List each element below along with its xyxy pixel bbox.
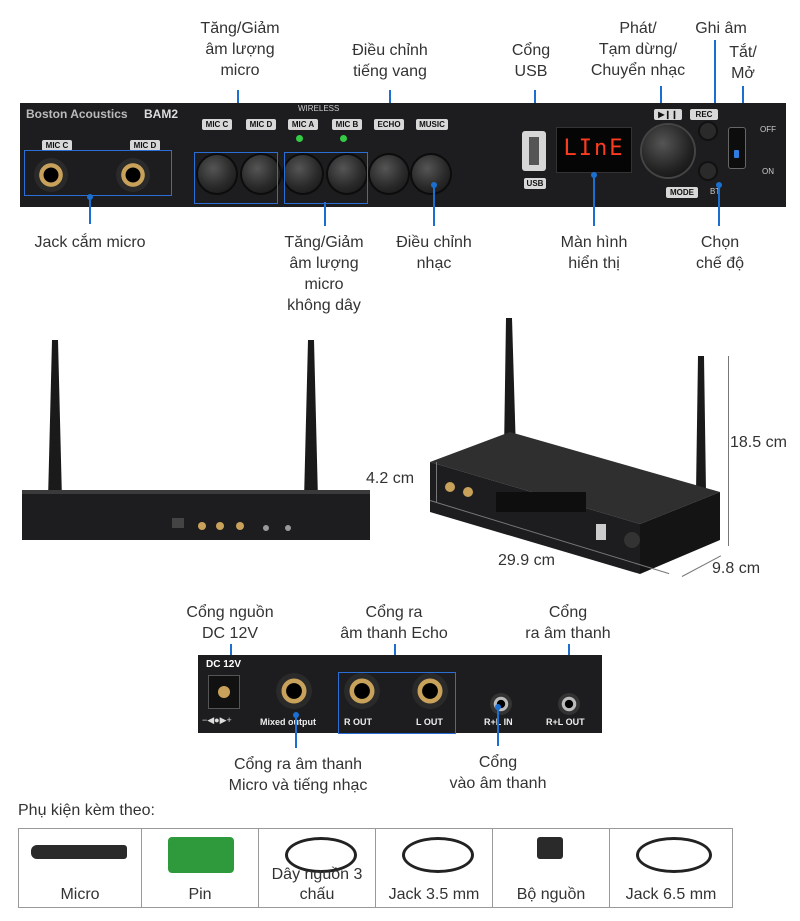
mic-c-jack-tag: MIC C — [42, 140, 72, 151]
cable-icon — [285, 837, 357, 873]
power-port-label: Cổng nguồn DC 12V — [186, 604, 274, 642]
r-out-label: R OUT — [344, 717, 372, 727]
front-panel: Boston Acoustics BAM2 MIC C MIC D WIRELE… — [20, 103, 786, 207]
audio-in-callout: Cổng vào âm thanh — [449, 754, 547, 792]
display-text: LInE — [563, 136, 625, 161]
wireless-volume-highlight — [284, 152, 368, 204]
mode-button[interactable] — [700, 163, 716, 179]
mic-a-knob-tag: MIC A — [288, 119, 318, 130]
mode-label: Chọn chế độ — [695, 234, 745, 272]
rl-in-jack[interactable] — [490, 693, 512, 715]
display-label: Màn hình hiển thị — [560, 234, 628, 272]
mic-volume-label: Tăng/Giảm âm lượng micro — [200, 20, 280, 79]
mic-a-volume-knob[interactable] — [284, 155, 322, 193]
dim-body-height: 4.2 cm — [366, 470, 415, 487]
dim-width: 29.9 cm — [498, 552, 555, 569]
mixed-output-jack[interactable] — [276, 673, 312, 709]
bt-tag: BT — [710, 187, 721, 196]
accessory-power-cord: Dây nguồn 3 chấu — [258, 828, 376, 908]
record-label: Ghi âm — [695, 20, 747, 37]
mic-volume-highlight — [194, 152, 278, 204]
accessory-label: Micro — [60, 886, 100, 903]
l-out-label: L OUT — [416, 717, 443, 727]
music-knob-tag: MUSIC — [416, 119, 448, 130]
echo-label: Điều chỉnh tiếng vang — [352, 42, 428, 80]
record-button[interactable] — [700, 123, 716, 139]
l-out-jack[interactable] — [412, 673, 448, 709]
rear-panel: DC 12V −◀●▶+ Mixed output R OUT L OUT R+… — [198, 655, 602, 733]
accessory-label: Bộ nguồn — [516, 886, 586, 903]
rl-out-label: R+L OUT — [546, 717, 585, 727]
mic-c-knob-tag: MIC C — [202, 119, 232, 130]
audio-out-label: Cổng ra âm thanh — [525, 604, 611, 642]
mixed-output-label: Mixed output — [260, 717, 316, 727]
dim-total-height: 18.5 cm — [730, 434, 787, 451]
accessories-title: Phụ kiện kèm theo: — [18, 802, 155, 819]
accessory-battery: Pin — [141, 828, 259, 908]
echo-out-highlight — [338, 672, 456, 734]
angled-unit-photo — [420, 312, 730, 592]
r-out-jack[interactable] — [344, 673, 380, 709]
play-label: Phát/ Tạm dừng/ Chuyển nhạc — [590, 20, 686, 79]
cable-icon — [402, 837, 474, 873]
usb-port[interactable] — [522, 131, 546, 171]
model-label: BAM2 — [144, 107, 179, 121]
mic-b-led — [340, 135, 347, 142]
accessory-micro: Micro — [18, 828, 142, 908]
dc-port[interactable] — [208, 675, 240, 709]
play-pause-knob[interactable] — [642, 125, 694, 177]
accessory-label: Dây nguồn 3 chấu — [271, 866, 363, 903]
play-tag: ▶❙❙ — [654, 109, 682, 120]
power-switch[interactable] — [728, 127, 746, 169]
rear-unit-photo — [22, 340, 370, 550]
usb-tag: USB — [524, 178, 546, 189]
mic-c-jack[interactable] — [34, 158, 68, 192]
wireless-volume-label: Tăng/Giảm âm lượng micro không dây — [284, 234, 364, 314]
mic-b-volume-knob[interactable] — [328, 155, 366, 193]
brand-logo: Boston Acoustics — [26, 107, 128, 121]
dim-depth: 9.8 cm — [712, 560, 761, 577]
music-label: Điều chỉnh nhạc — [396, 234, 472, 272]
switch-off-label: OFF — [760, 125, 776, 134]
rec-tag: REC — [690, 109, 718, 120]
microphone-icon — [31, 845, 127, 859]
battery-icon — [168, 837, 234, 873]
mic-d-jack-tag: MIC D — [130, 140, 160, 151]
accessory-adapter: Bộ nguồn — [492, 828, 610, 908]
echo-out-label: Cổng ra âm thanh Echo — [340, 604, 448, 642]
echo-knob[interactable] — [370, 155, 408, 193]
mic-d-jack[interactable] — [116, 158, 150, 192]
mic-a-led — [296, 135, 303, 142]
mic-c-volume-knob[interactable] — [198, 155, 236, 193]
adapter-icon — [537, 837, 563, 859]
rl-out-jack[interactable] — [558, 693, 580, 715]
accessory-jack-35: Jack 3.5 mm — [375, 828, 493, 908]
dc-label: DC 12V — [206, 659, 242, 670]
accessory-label: Jack 6.5 mm — [625, 886, 717, 903]
accessory-label: Pin — [188, 886, 212, 903]
mode-tag: MODE — [666, 187, 698, 198]
accessory-label: Jack 3.5 mm — [388, 886, 480, 903]
mic-d-knob-tag: MIC D — [246, 119, 276, 130]
power-label: Tắt/ Mở — [729, 44, 757, 82]
dc-polarity: −◀●▶+ — [202, 715, 232, 725]
mic-jack-label: Jack cắm micro — [34, 234, 146, 251]
mic-d-volume-knob[interactable] — [242, 155, 280, 193]
music-knob[interactable] — [412, 155, 450, 193]
cable-icon — [636, 837, 712, 873]
accessory-jack-65: Jack 6.5 mm — [609, 828, 733, 908]
display-screen: LInE — [556, 127, 632, 173]
mic-jack-highlight — [24, 150, 172, 196]
mic-b-knob-tag: MIC B — [332, 119, 362, 130]
switch-on-label: ON — [762, 167, 774, 176]
wireless-label: WIRELESS — [298, 104, 340, 113]
echo-knob-tag: ECHO — [374, 119, 404, 130]
usb-label: Cổng USB — [511, 42, 551, 80]
mixed-out-callout: Cổng ra âm thanh Micro và tiếng nhạc — [228, 756, 368, 794]
